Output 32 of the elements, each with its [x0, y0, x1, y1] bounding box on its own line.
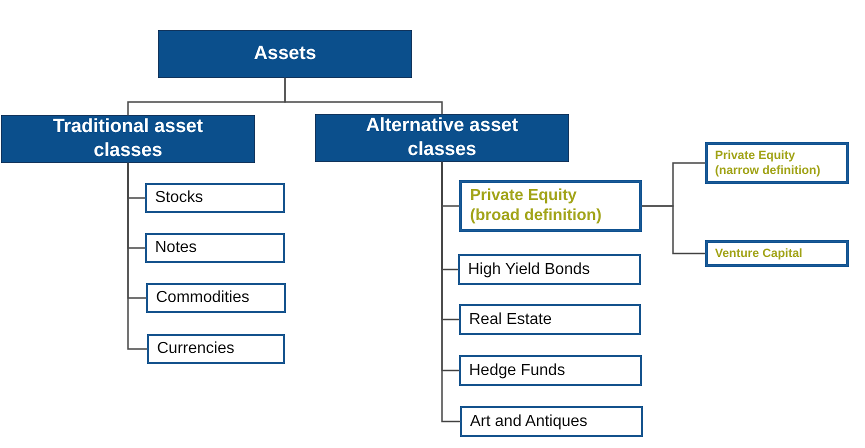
category-box: [1, 115, 255, 163]
item-box: [147, 334, 285, 364]
node-label: High Yield Bonds: [468, 260, 590, 280]
item-box: [145, 183, 285, 213]
item-box: [145, 233, 285, 263]
item-box: [460, 406, 643, 437]
node-label: Commodities: [156, 288, 250, 308]
connector-line: [127, 163, 147, 350]
node-label: Art and Antiques: [470, 412, 588, 432]
connector-line: [441, 162, 460, 422]
item-box: [459, 304, 641, 335]
item-box: [458, 254, 641, 285]
connector-line: [284, 78, 443, 114]
node-label: Venture Capital: [715, 246, 802, 261]
item-box: [459, 355, 642, 386]
category-box: [158, 30, 412, 78]
subcategory-box: [705, 142, 849, 184]
item-box: [146, 283, 286, 313]
node-label: Stocks: [155, 188, 204, 208]
node-label: Private Equity (narrow definition): [715, 148, 822, 178]
node-label: Currencies: [157, 339, 234, 359]
category-box: [315, 114, 569, 162]
node-label: Hedge Funds: [469, 360, 566, 380]
highlighted-box: [459, 180, 642, 232]
node-label: Notes: [155, 238, 197, 258]
node-label: Assets: [254, 42, 316, 66]
node-label: Alternative asset classes: [364, 114, 520, 162]
node-label: Real Estate: [469, 310, 552, 330]
subcategory-box: [705, 240, 849, 267]
connector-line: [642, 205, 705, 254]
node-label: Traditional asset classes: [52, 115, 204, 163]
node-label: Private Equity (broad definition): [470, 186, 603, 226]
